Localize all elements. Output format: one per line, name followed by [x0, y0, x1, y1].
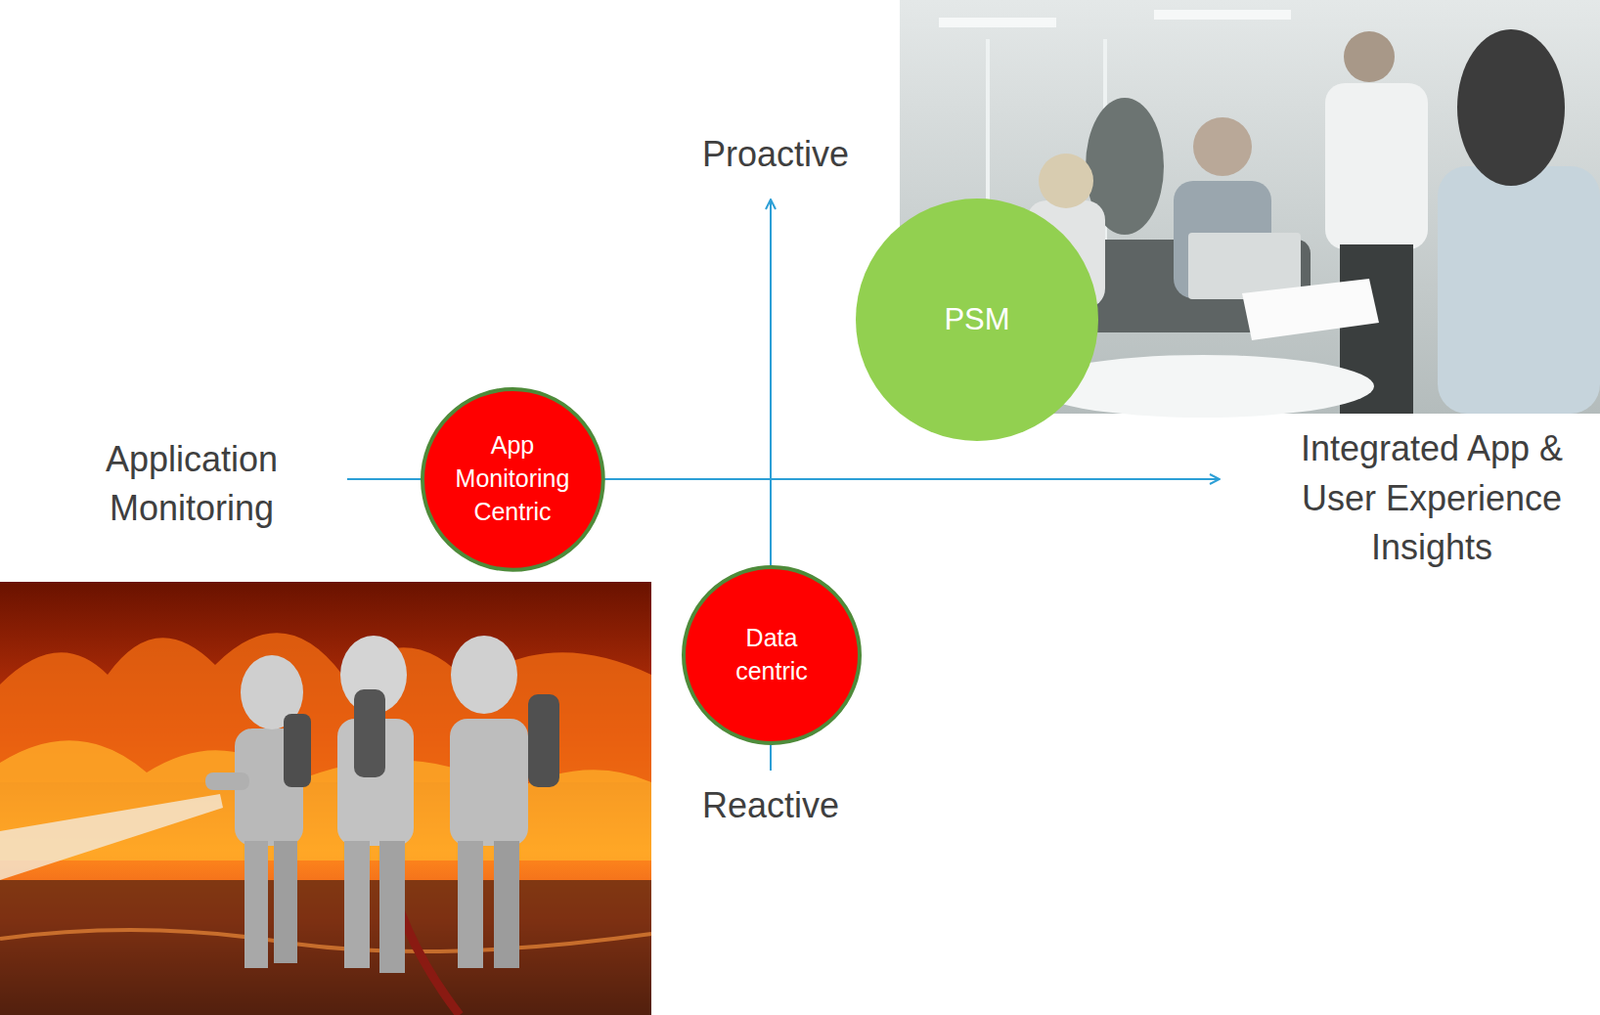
person	[1437, 166, 1600, 414]
air-tank	[528, 694, 560, 788]
air-tank	[283, 713, 312, 788]
firefighter-leg	[344, 841, 370, 969]
person	[1325, 83, 1428, 250]
circle-node: PSM	[855, 198, 1099, 442]
circle-node: App Monitoring Centric	[420, 387, 606, 573]
axis-label: Proactive	[628, 130, 923, 179]
ceiling-light	[938, 17, 1057, 28]
air-tank	[354, 689, 386, 778]
firefighter-photo	[0, 581, 652, 1015]
firefighter-leg	[273, 841, 298, 964]
helmet	[450, 635, 518, 714]
fire-background	[0, 581, 652, 1015]
firefighter	[449, 718, 529, 846]
person-head	[1193, 117, 1252, 177]
reflection	[0, 930, 652, 952]
node-text: PSM	[879, 299, 1075, 341]
firefighter-leg	[457, 841, 484, 969]
node-text: App Monitoring Centric	[444, 429, 581, 529]
person-head	[1343, 31, 1395, 83]
paper	[1242, 278, 1379, 341]
circle-node: Data centric	[681, 565, 862, 746]
axis-label: Reactive	[623, 781, 918, 831]
person-head	[1038, 153, 1094, 209]
axis-label: Integrated App & User Experience Insight…	[1275, 424, 1589, 573]
firefighter-leg	[379, 841, 405, 974]
circle-shape	[683, 567, 860, 744]
firefighter-leg	[493, 841, 520, 969]
water	[0, 880, 652, 1015]
axis-label: Application Monitoring	[64, 435, 319, 534]
water-spray	[0, 794, 223, 881]
circle-shape	[855, 198, 1099, 442]
circle-shape	[422, 389, 604, 571]
firefighter-leg	[244, 841, 268, 969]
person-hair	[1457, 29, 1565, 186]
ceiling-light	[1154, 9, 1291, 20]
node-text: Data centric	[716, 622, 827, 689]
circle-outline	[681, 565, 862, 746]
firefighter-arm	[205, 772, 250, 791]
